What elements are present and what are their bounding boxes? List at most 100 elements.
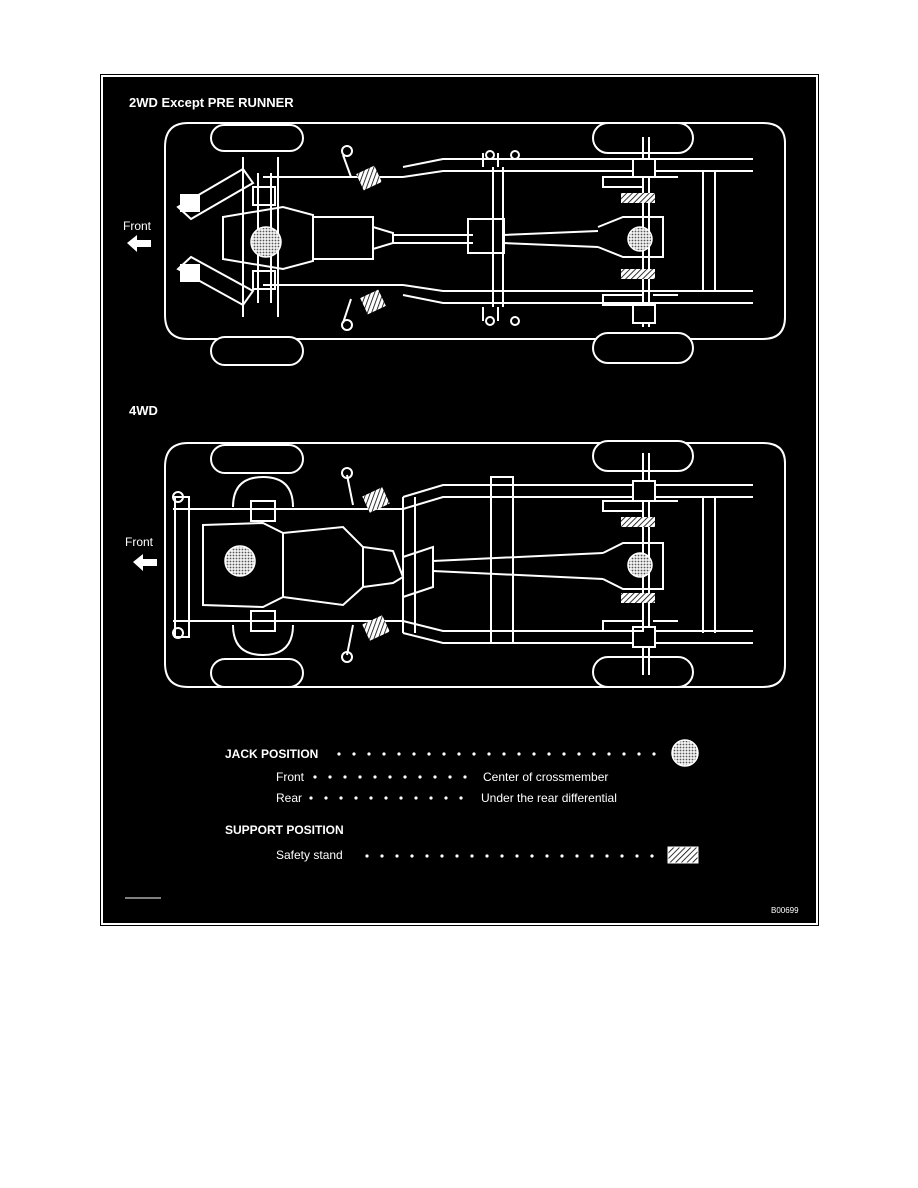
leader-dot [410,854,414,858]
leader-dot [369,796,373,800]
leader-dot [592,752,596,756]
leader-dot [637,752,641,756]
safety-stand-front-bottom-4wd [362,615,390,641]
leader-dot [622,752,626,756]
figure-code: B00699 [771,906,799,915]
leader-dot [635,854,639,858]
chassis-4wd [164,440,786,688]
arrow-left-icon [127,235,151,252]
arrow-left-icon [133,554,157,571]
jack-position-icon [671,739,699,767]
jack-support-diagram: 2WD Except PRE RUNNER Front 4WD Front JA… [100,74,819,926]
leader-dot [403,775,407,779]
leader-dot [442,752,446,756]
leader-dot [382,752,386,756]
leader-dot [470,854,474,858]
leader-dot [433,775,437,779]
leader-dot [463,775,467,779]
leader-dot [457,752,461,756]
safety-stand-rear-bottom-2wd [621,269,655,279]
safety-stand-front-top-4wd [362,487,390,513]
leader-dot [515,854,519,858]
jack-front-label: Front [276,770,305,784]
leader-dot [384,796,388,800]
section-title-2wd: 2WD Except PRE RUNNER [129,95,294,110]
leader-dot [427,752,431,756]
leader-dot [517,752,521,756]
leader-dot [309,796,313,800]
leader-dot [328,775,332,779]
legend-leader-dots [309,752,656,858]
jack-rear-value: Under the rear differential [481,791,617,805]
leader-dot [373,775,377,779]
wheel-front-bottom-4wd [210,658,304,688]
jack-position-heading: JACK POSITION [225,747,319,761]
jack-point-front-2wd [250,226,282,258]
leader-dot [620,854,624,858]
leader-dot [575,854,579,858]
chassis-2wd [164,122,786,366]
leader-dot [388,775,392,779]
leader-dot [530,854,534,858]
leader-dot [429,796,433,800]
leader-dot [562,752,566,756]
leader-dot [418,775,422,779]
safety-stand-front-top-2wd [356,165,382,191]
leader-dot [440,854,444,858]
leader-dot [472,752,476,756]
support-position-heading: SUPPORT POSITION [225,823,344,837]
leader-dot [532,752,536,756]
leader-dot [352,752,356,756]
leader-dot [590,854,594,858]
leader-dot [605,854,609,858]
safety-stand-rear-bottom-4wd [621,593,655,603]
leader-dot [343,775,347,779]
leader-dot [337,752,341,756]
leader-dot [502,752,506,756]
leader-dot [500,854,504,858]
leader-dot [365,854,369,858]
leader-dot [459,796,463,800]
wheel-front-top-4wd [210,444,304,474]
leader-dot [399,796,403,800]
leader-dot [425,854,429,858]
leader-dot [560,854,564,858]
leader-dot [444,796,448,800]
leader-dot [395,854,399,858]
leader-dot [487,752,491,756]
leader-dot [652,752,656,756]
wheel-front-top-2wd [210,124,304,152]
leader-dot [324,796,328,800]
leader-dot [380,854,384,858]
front-label-4wd: Front [125,535,154,549]
leader-dot [412,752,416,756]
safety-stand-icon [667,846,699,864]
chassis-drawings [125,122,786,899]
leader-dot [339,796,343,800]
leader-dot [367,752,371,756]
leader-dot [354,796,358,800]
jack-point-front-4wd [224,545,256,577]
leader-dot [455,854,459,858]
leader-dot [607,752,611,756]
leader-dot [547,752,551,756]
front-label-2wd: Front [123,219,152,233]
wheel-front-bottom-2wd [210,336,304,366]
safety-stand-rear-top-2wd [621,193,655,203]
wheel-rear-bottom-2wd [592,332,694,364]
jack-rear-label: Rear [276,791,303,805]
leader-dot [577,752,581,756]
section-title-4wd: 4WD [129,403,158,418]
leader-dot [485,854,489,858]
leader-dot [448,775,452,779]
jack-point-rear-2wd [627,226,653,252]
leader-dot [397,752,401,756]
safety-stand-front-bottom-2wd [360,289,386,315]
jack-point-rear-4wd [627,552,653,578]
leader-dot [545,854,549,858]
leader-dot [414,796,418,800]
safety-stand-rear-top-4wd [621,517,655,527]
leader-dot [313,775,317,779]
leader-dot [650,854,654,858]
safety-stand-label: Safety stand [276,848,343,862]
